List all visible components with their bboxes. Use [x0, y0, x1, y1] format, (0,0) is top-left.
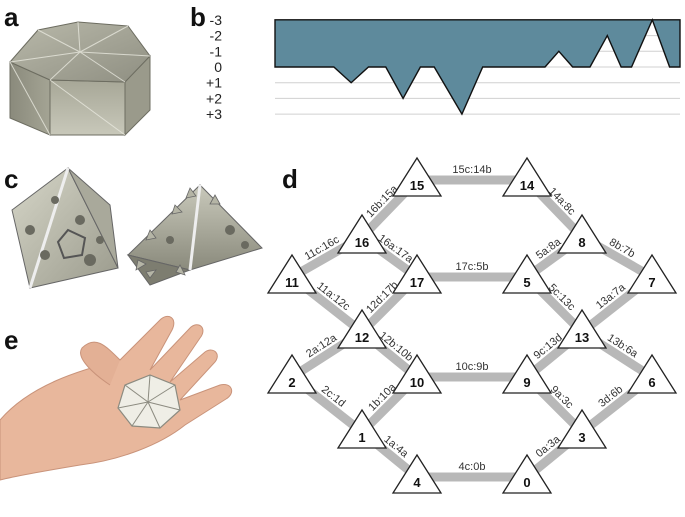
node-label: 7 — [648, 275, 655, 290]
graph-node: 16 — [336, 213, 388, 254]
y-tick-label: -3 — [210, 12, 223, 28]
node-triangle — [626, 353, 678, 394]
graph-node: 12 — [336, 308, 388, 349]
node-label: 14 — [520, 178, 535, 193]
graph-node: 5 — [501, 253, 553, 294]
graph-node: 14 — [501, 156, 553, 197]
y-tick-label: +3 — [206, 106, 222, 122]
graph-node: 2 — [266, 353, 318, 394]
graph-node: 4 — [391, 453, 443, 494]
tetrahedra-render — [11, 167, 263, 289]
graph-node: 10 — [391, 353, 443, 394]
graph-node: 6 — [626, 353, 678, 394]
panel-label-e: e — [4, 325, 19, 355]
node-triangle — [336, 213, 388, 254]
node-triangle — [556, 408, 608, 449]
area-series — [274, 17, 681, 116]
panel-label-a: a — [4, 2, 19, 32]
node-label: 9 — [523, 375, 530, 390]
node-label: 3 — [578, 430, 585, 445]
y-tick-label: -2 — [210, 28, 223, 44]
node-label: 13 — [575, 330, 589, 345]
node-triangle — [626, 253, 678, 294]
graph-node: 9 — [501, 353, 553, 394]
node-triangle — [266, 253, 318, 294]
node-triangle — [501, 156, 553, 197]
node-label: 0 — [523, 475, 530, 490]
node-label: 12 — [355, 330, 369, 345]
graph-node: 15 — [391, 156, 443, 197]
chart-area-series — [274, 17, 681, 116]
edge-label: 17c:5b — [455, 261, 488, 273]
graph-node: 11 — [266, 253, 318, 294]
graph-node: 3 — [556, 408, 608, 449]
graph-node: 0 — [501, 453, 553, 494]
node-label: 2 — [288, 375, 295, 390]
graph-node: 17 — [391, 253, 443, 294]
node-label: 5 — [523, 275, 530, 290]
edge-label: 4c:0b — [459, 461, 486, 473]
panel-label-b: b — [190, 2, 206, 32]
tetrahedron-right — [126, 184, 263, 286]
node-label: 10 — [410, 375, 424, 390]
node-triangle — [556, 308, 608, 349]
y-tick-label: +2 — [206, 90, 222, 106]
node-triangle — [501, 353, 553, 394]
profile-chart: -3-2-10+1+2+3 — [206, 12, 681, 122]
node-label: 15 — [410, 178, 424, 193]
node-triangle — [266, 353, 318, 394]
node-label: 8 — [578, 235, 585, 250]
graph-node: 13 — [556, 308, 608, 349]
graph-edges — [287, 175, 657, 482]
y-tick-label: -1 — [210, 43, 223, 59]
node-triangle — [336, 408, 388, 449]
tetrahedron-left — [11, 167, 119, 289]
node-label: 17 — [410, 275, 424, 290]
node-triangle — [501, 253, 553, 294]
prism-body — [9, 21, 151, 137]
graph-node: 7 — [626, 253, 678, 294]
hex-object — [117, 374, 181, 429]
y-tick-label: +1 — [206, 75, 222, 91]
node-label: 11 — [285, 275, 299, 290]
edge-label: 10c:9b — [455, 361, 488, 373]
node-triangle — [391, 253, 443, 294]
chart-y-ticks: -3-2-10+1+2+3 — [206, 12, 222, 122]
graph-node: 1 — [336, 408, 388, 449]
edge-label: 15c:14b — [452, 164, 491, 176]
node-triangle — [336, 308, 388, 349]
node-triangle — [391, 453, 443, 494]
node-label: 16 — [355, 235, 369, 250]
hand — [0, 315, 233, 481]
node-label: 1 — [358, 430, 365, 445]
hand-photo — [0, 315, 233, 481]
node-triangle — [391, 353, 443, 394]
y-tick-label: 0 — [214, 59, 222, 75]
node-triangle — [501, 453, 553, 494]
node-label: 6 — [648, 375, 655, 390]
node-triangle — [556, 213, 608, 254]
node-triangle — [391, 156, 443, 197]
octagonal-prism-render — [9, 21, 151, 137]
panel-label-c: c — [4, 164, 19, 194]
panel-label-d: d — [282, 164, 298, 194]
graph-node: 8 — [556, 213, 608, 254]
node-label: 4 — [413, 475, 421, 490]
